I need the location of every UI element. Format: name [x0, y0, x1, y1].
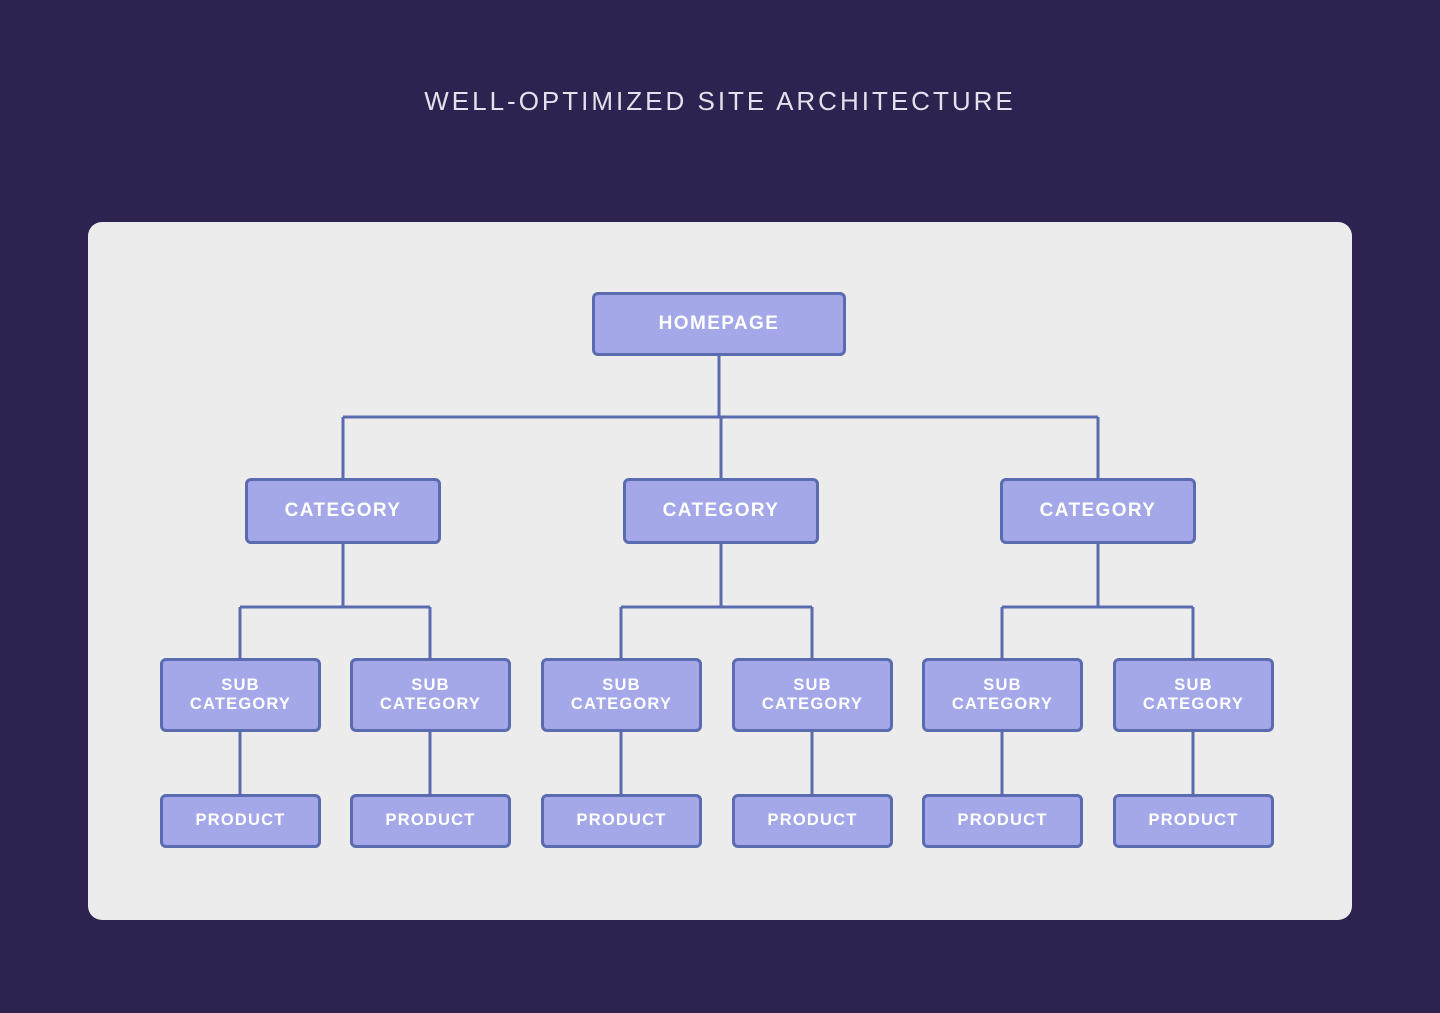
- node-product-2[interactable]: Product: [350, 794, 511, 848]
- node-subcategory-2[interactable]: Sub Category: [350, 658, 511, 732]
- node-subcategory-3-label: Sub Category: [571, 676, 672, 715]
- node-category-2-label: Category: [662, 499, 780, 521]
- node-subcategory-1-line1: Sub: [221, 675, 260, 694]
- node-product-2-label: Product: [385, 811, 476, 830]
- node-product-6-label: Product: [1148, 811, 1239, 830]
- node-product-3[interactable]: Product: [541, 794, 702, 848]
- node-subcategory-1-label: Sub Category: [190, 676, 291, 715]
- node-product-4[interactable]: Product: [732, 794, 893, 848]
- node-subcategory-1[interactable]: Sub Category: [160, 658, 321, 732]
- node-product-1-label: Product: [195, 811, 286, 830]
- node-subcategory-4-line2: Category: [761, 695, 864, 713]
- node-subcategory-1-line2: Category: [189, 695, 292, 713]
- node-subcategory-5[interactable]: Sub Category: [922, 658, 1083, 732]
- node-subcategory-2-line1: Sub: [411, 675, 450, 694]
- node-product-5[interactable]: Product: [922, 794, 1083, 848]
- node-category-3[interactable]: Category: [1000, 478, 1196, 544]
- node-subcategory-6-line1: Sub: [1174, 675, 1213, 694]
- node-product-6[interactable]: Product: [1113, 794, 1274, 848]
- node-homepage[interactable]: Homepage: [592, 292, 846, 356]
- node-subcategory-5-line1: Sub: [983, 675, 1022, 694]
- node-category-1[interactable]: Category: [245, 478, 441, 544]
- node-product-3-label: Product: [576, 811, 667, 830]
- page-title: Well-Optimized Site Architecture: [424, 86, 1016, 116]
- node-category-3-label: Category: [1039, 499, 1157, 521]
- node-product-5-label: Product: [957, 811, 1048, 830]
- node-subcategory-4-label: Sub Category: [762, 676, 863, 715]
- node-subcategory-6-line2: Category: [1142, 695, 1245, 713]
- node-product-4-label: Product: [767, 811, 858, 830]
- node-category-1-label: Category: [284, 499, 402, 521]
- node-subcategory-6-label: Sub Category: [1143, 676, 1244, 715]
- node-category-2[interactable]: Category: [623, 478, 819, 544]
- node-subcategory-4-line1: Sub: [793, 675, 832, 694]
- node-subcategory-3-line1: Sub: [602, 675, 641, 694]
- node-subcategory-5-label: Sub Category: [952, 676, 1053, 715]
- node-subcategory-3[interactable]: Sub Category: [541, 658, 702, 732]
- node-homepage-label: Homepage: [658, 312, 780, 334]
- node-product-1[interactable]: Product: [160, 794, 321, 848]
- node-subcategory-2-label: Sub Category: [380, 676, 481, 715]
- node-subcategory-3-line2: Category: [570, 695, 673, 713]
- node-subcategory-2-line2: Category: [379, 695, 482, 713]
- node-subcategory-4[interactable]: Sub Category: [732, 658, 893, 732]
- node-subcategory-6[interactable]: Sub Category: [1113, 658, 1274, 732]
- diagram-panel: Homepage Category Category Category Sub …: [88, 222, 1352, 920]
- node-subcategory-5-line2: Category: [951, 695, 1054, 713]
